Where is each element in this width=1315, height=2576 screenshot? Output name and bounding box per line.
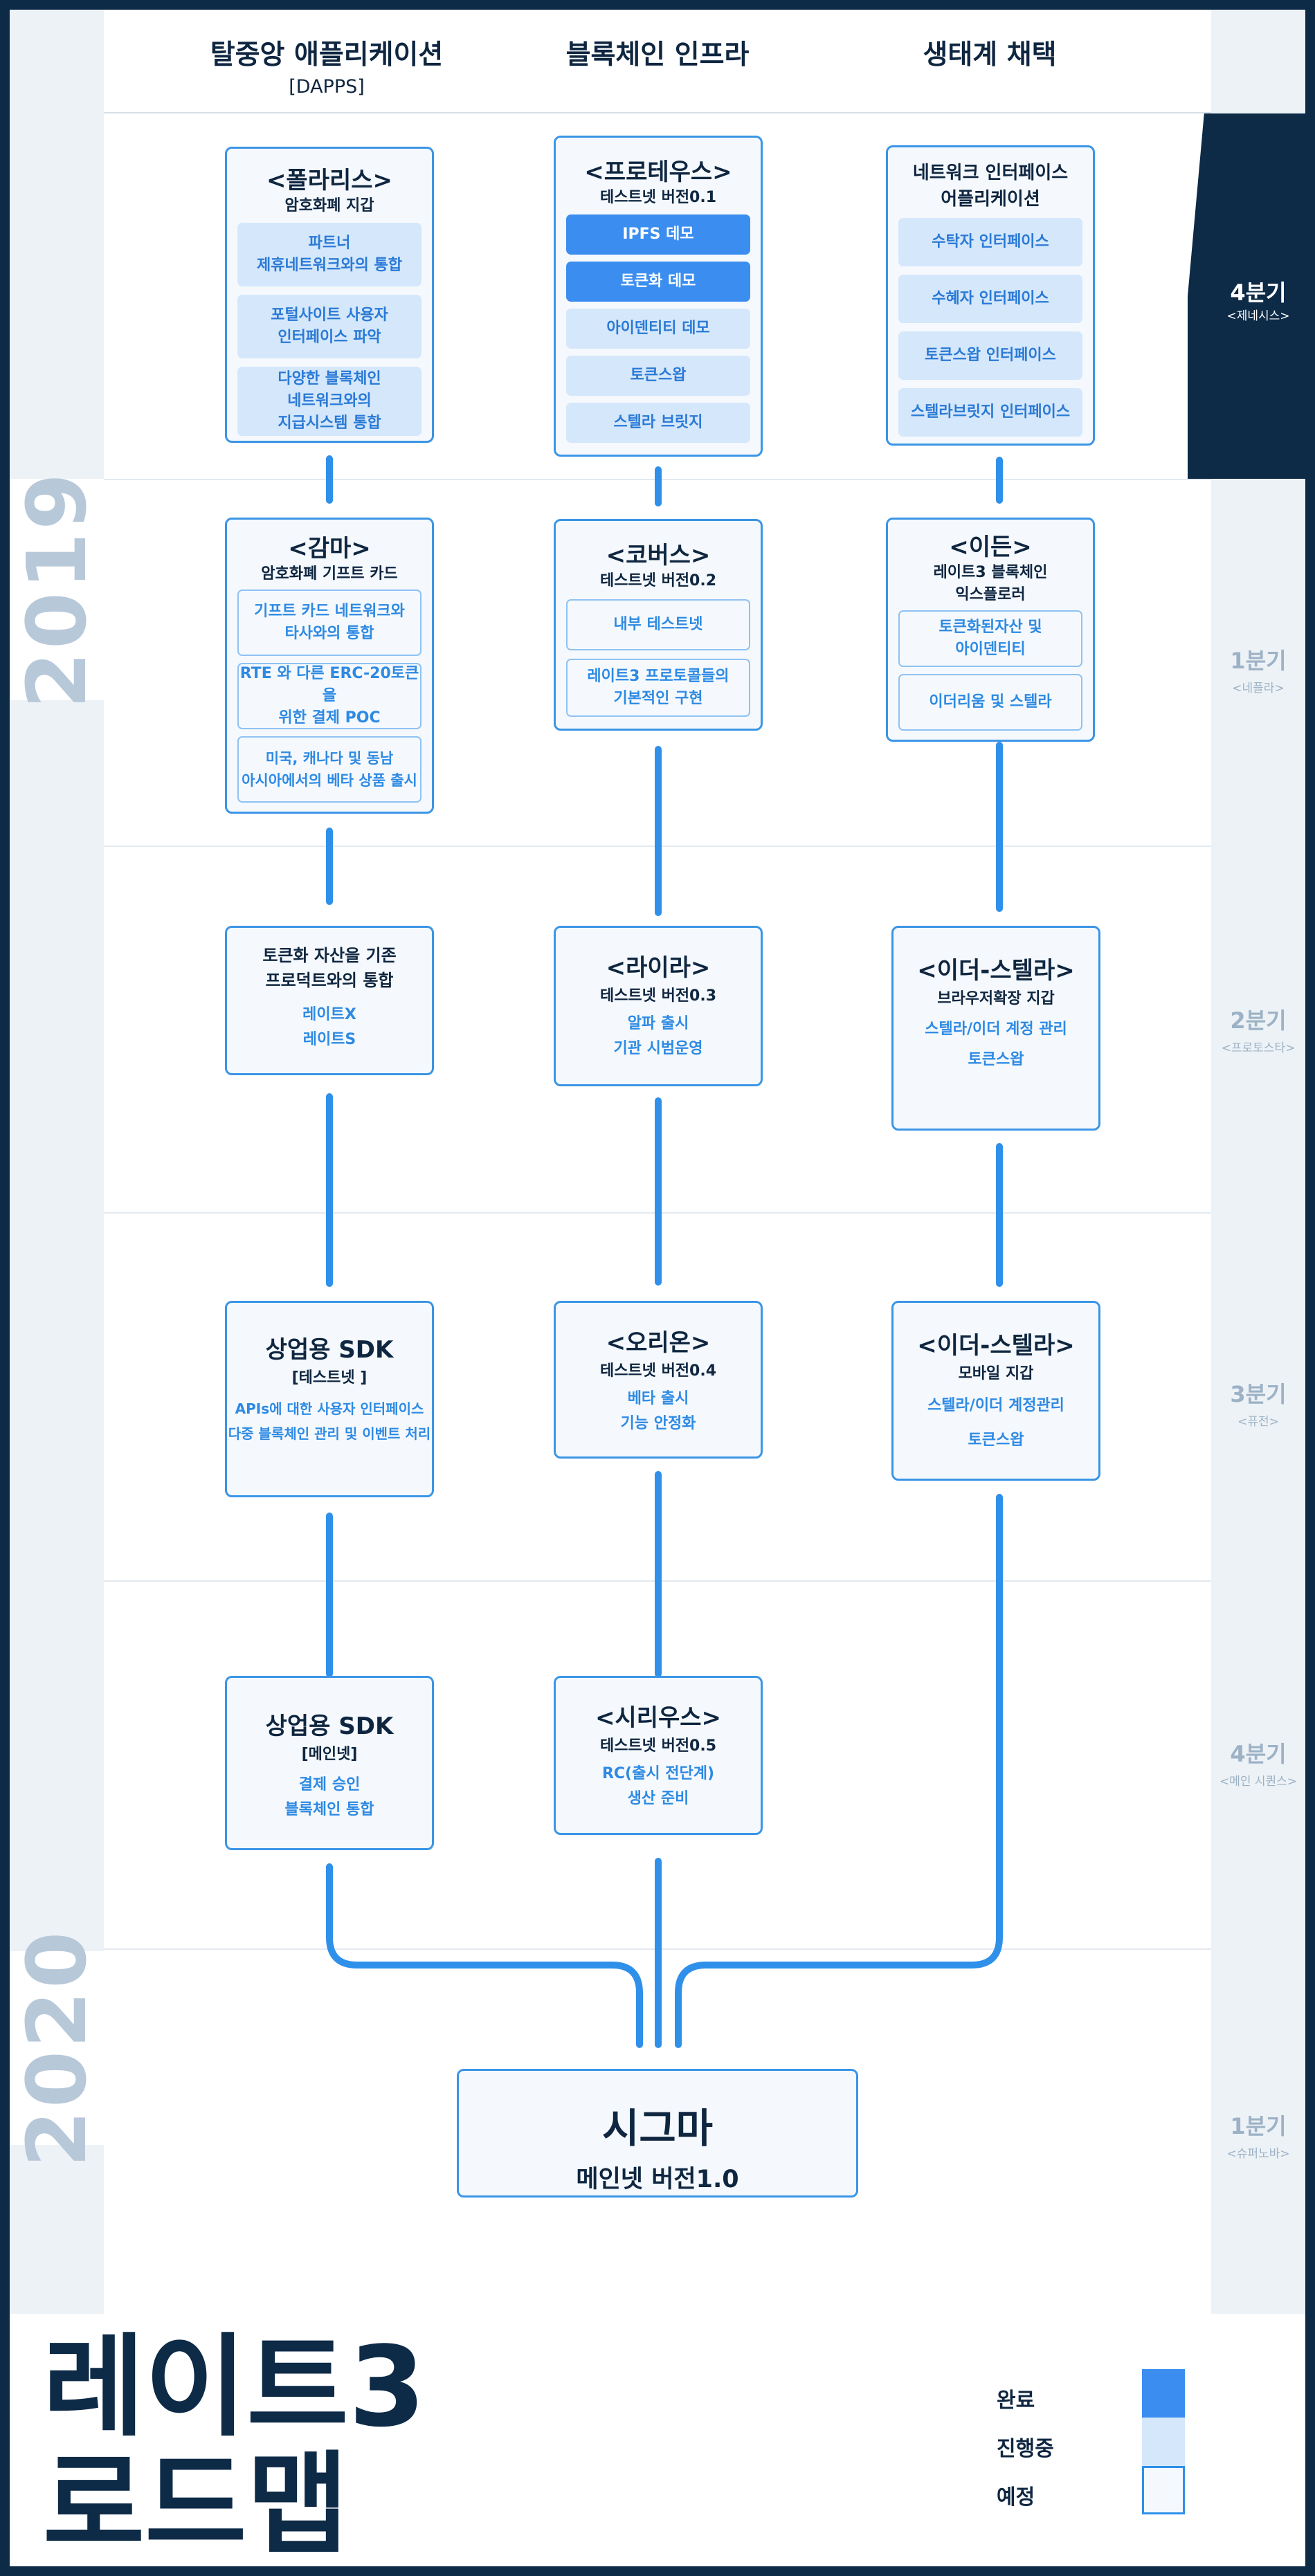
milestone-item: 블록체인 통합: [284, 1801, 374, 1818]
quarter-label-current: 4분기 <제네시스>: [1188, 113, 1305, 479]
legend-swatch-planned: [1142, 2466, 1185, 2514]
milestone-item: 다중 블록체인 관리 및 이벤트 처리: [228, 1425, 431, 1442]
column-header-infra: 블록체인 인프라: [565, 39, 750, 71]
milestone-item: 기관 시범운영: [613, 1040, 703, 1057]
legend-swatch-done: [1142, 2369, 1185, 2418]
connector-line: [996, 457, 1003, 504]
milestone-item: 기프트 카드 네트워크와 타사와의 통합: [237, 590, 421, 656]
milestone-item: 결제 승인: [298, 1776, 361, 1793]
card-polaris: <폴라리스> 암호화폐 지갑 파트너 제휴네트워크와의 통합 포털사이트 사용자…: [225, 147, 434, 443]
milestone-item: 토큰스왑: [968, 1051, 1024, 1068]
milestone-item: 수혜자 인터페이스: [898, 275, 1082, 323]
column-header-dapps: 탈중앙 애플리케이션[DAPPS]: [210, 39, 444, 98]
card-sigma-mainnet: 시그마 메인넷 버전1.0: [457, 2069, 858, 2198]
card-proteus: <프로테우스> 테스트넷 버전0.1 IPFS 데모 토큰화 데모 아이덴티티 …: [554, 136, 763, 457]
connector-line: [326, 828, 333, 905]
column-header-bar: [104, 10, 1211, 113]
milestone-item: 파트너 제휴네트워크와의 통합: [237, 223, 421, 286]
legend-label-done: 완료: [997, 2388, 1035, 2413]
quarter-label: 3분기<퓨전>: [1230, 1381, 1287, 1429]
quarter-label: 1분기<슈퍼노바>: [1226, 2113, 1290, 2161]
connector-line: [655, 746, 662, 916]
milestone-item: 토큰화된자산 및 아이덴티티: [898, 610, 1082, 667]
year-2019: 2019: [9, 470, 105, 709]
milestone-item: RC(출시 전단계): [601, 1765, 715, 1782]
legend-label-planned: 예정: [997, 2485, 1035, 2510]
card-ether-stellar-browser: <이더-스텔라> 브라우저확장 지갑 스텔라/이더 계정 관리 토큰스왑: [891, 926, 1100, 1131]
milestone-item: 레이트S: [302, 1031, 356, 1048]
card-gamma: <감마> 암호화폐 기프트 카드 기프트 카드 네트워크와 타사와의 통합 RT…: [225, 518, 434, 814]
milestone-item: 다양한 블록체인 네트워크와의 지급시스템 통합: [237, 367, 421, 436]
connector-line: [326, 1093, 333, 1287]
connector-line: [326, 1513, 333, 1677]
connector-line: [655, 1097, 662, 1286]
milestone-item: 스텔라/이더 계정관리: [927, 1397, 1064, 1414]
milestone-item: 포털사이트 사용자 인터페이스 파악: [237, 295, 421, 358]
card-eden: <이든> 레이트3 블록체인 익스플로러 토큰화된자산 및 아이덴티티 이더리움…: [886, 518, 1095, 742]
milestone-item: 미국, 캐나다 및 동남 아시아에서의 베타 상품 출시: [237, 736, 421, 803]
connector-line: [655, 1471, 662, 1677]
milestone-item: 알파 출시: [627, 1015, 689, 1032]
card-commercial-sdk-testnet: 상업용 SDK [테스트넷 ] APIs에 대한 사용자 인터페이스 다중 블록…: [225, 1301, 434, 1497]
milestone-item: IPFS 데모: [566, 214, 750, 255]
milestone-item: 생산 준비: [627, 1790, 689, 1807]
roadmap-title-line1: 레이트3: [43, 2322, 426, 2451]
card-tokenized-asset-integration: 토큰화 자산을 기존 프로덕트와의 통합 레이트X 레이트S: [225, 926, 434, 1075]
milestone-item: 기능 안정화: [620, 1415, 696, 1432]
card-ether-stellar-mobile: <이더-스텔라> 모바일 지갑 스텔라/이더 계정관리 토큰스왑: [891, 1301, 1100, 1481]
milestone-item: 토큰스왑: [566, 356, 750, 396]
connector-line: [996, 1143, 1003, 1287]
card-commercial-sdk-mainnet: 상업용 SDK [메인넷] 결제 승인 블록체인 통합: [225, 1676, 434, 1850]
legend-swatch-in-progress: [1142, 2418, 1185, 2466]
milestone-item: 레이트3 프로토콜들의 기본적인 구현: [566, 659, 750, 717]
year-rail: [10, 10, 104, 2314]
quarter-label: 2분기<프로토스타>: [1221, 1007, 1296, 1055]
card-orion: <오리온> 테스트넷 버전0.4 베타 출시 기능 안정화: [554, 1301, 763, 1459]
milestone-item: 수탁자 인터페이스: [898, 218, 1082, 266]
card-network-interface: 네트워크 인터페이스 어플리케이션 수탁자 인터페이스 수혜자 인터페이스 토큰…: [886, 145, 1095, 446]
connector-line: [996, 742, 1003, 912]
milestone-item: 토큰스왑 인터페이스: [898, 331, 1082, 380]
milestone-item: 아이덴티티 데모: [566, 309, 750, 349]
card-sirius: <시리우스> 테스트넷 버전0.5 RC(출시 전단계) 생산 준비: [554, 1676, 763, 1835]
milestone-item: 토큰스왑: [968, 1432, 1024, 1449]
milestone-item: 베타 출시: [627, 1390, 689, 1407]
roadmap-title-line2: 로드맵: [43, 2440, 349, 2569]
milestone-item: 내부 테스트넷: [566, 599, 750, 650]
card-lyra: <라이라> 테스트넷 버전0.3 알파 출시 기관 시범운영: [554, 926, 763, 1086]
quarter-label: 1분기<네플라>: [1230, 648, 1287, 695]
year-2020: 2020: [9, 1928, 105, 2168]
milestone-item: APIs에 대한 사용자 인터페이스: [235, 1400, 424, 1417]
connector-line: [655, 466, 662, 506]
milestone-item: 스텔라/이더 계정 관리: [925, 1021, 1067, 1038]
milestone-item: 레이트X: [302, 1006, 356, 1023]
milestone-item: 스텔라 브릿지: [566, 403, 750, 443]
card-corvus: <코버스> 테스트넷 버전0.2 내부 테스트넷 레이트3 프로토콜들의 기본적…: [554, 519, 763, 731]
milestone-item: 이더리움 및 스텔라: [898, 674, 1082, 731]
quarter-label: 4분기<메인 시퀀스>: [1219, 1741, 1298, 1789]
column-header-ecosystem: 생태계 채택: [923, 39, 1057, 71]
legend-label-in-progress: 진행중: [997, 2437, 1054, 2461]
connector-line: [326, 455, 333, 504]
milestone-item: RTE 와 다른 ERC-20토큰을 위한 결제 POC: [237, 663, 421, 729]
milestone-item: 토큰화 데모: [566, 262, 750, 302]
milestone-item: 스텔라브릿지 인터페이스: [898, 388, 1082, 437]
